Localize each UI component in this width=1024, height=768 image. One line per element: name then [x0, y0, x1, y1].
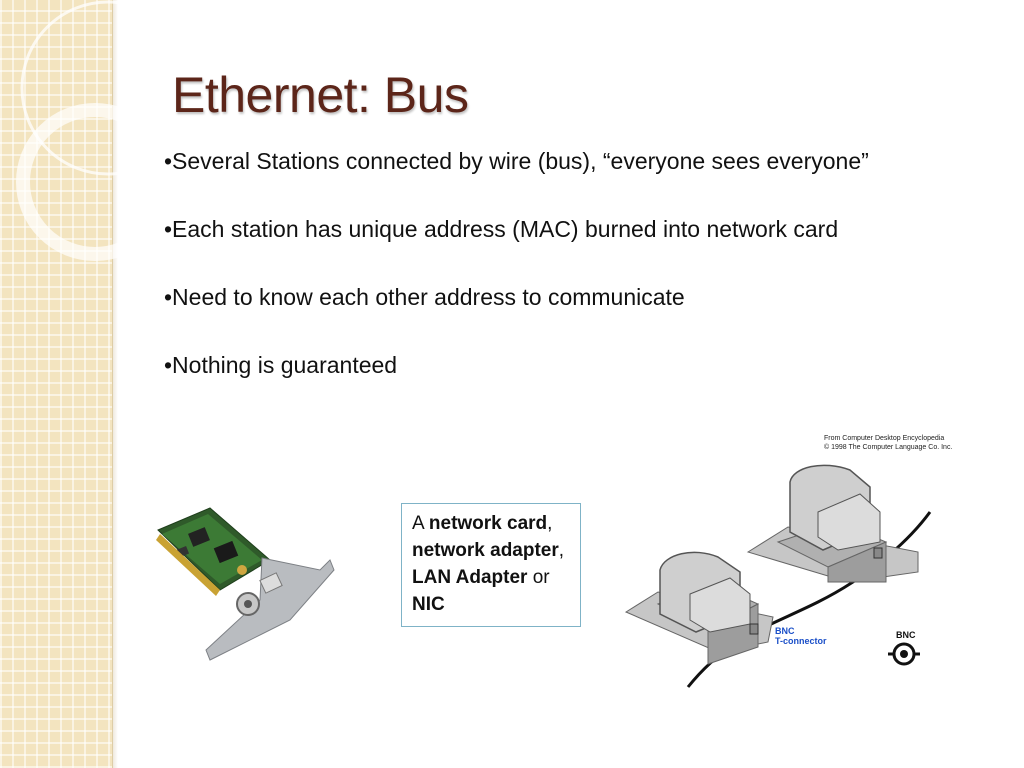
bullet-item: •Need to know each other address to comm…	[164, 284, 685, 310]
bullet-list: •Several Stations connected by wire (bus…	[164, 144, 904, 416]
caption-separator: or	[527, 567, 550, 588]
bullet-item: •Each station has unique address (MAC) b…	[164, 216, 839, 242]
caption-term-lan-adapter: LAN Adapter	[412, 567, 528, 588]
network-card-image	[156, 507, 335, 661]
slide-title: Ethernet: Bus	[172, 67, 469, 123]
diagram-credit: From Computer Desktop Encyclopedia © 199…	[824, 434, 952, 452]
bnc-label-line: BNC	[775, 626, 795, 636]
caption-term-network-adapter: network adapter	[412, 540, 559, 561]
caption-separator: ,	[558, 540, 565, 561]
decorative-sidebar	[0, 0, 113, 768]
credit-line: © 1998 The Computer Language Co. Inc.	[824, 444, 953, 451]
bullet-item: •Several Stations connected by wire (bus…	[164, 148, 869, 174]
sidebar-shadow	[112, 0, 118, 768]
bus-network-diagram	[624, 464, 932, 688]
bnc-t-connector-label: BNC T-connector	[775, 626, 827, 646]
t-connector-label-line: T-connector	[775, 636, 827, 646]
caption-term-network-card: network card	[428, 513, 548, 534]
caption-term-nic: NIC	[412, 594, 445, 615]
bullet-item: •Nothing is guaranteed	[164, 352, 398, 378]
caption-separator: ,	[547, 513, 553, 534]
caption-prefix: A	[412, 513, 429, 534]
credit-line: From Computer Desktop Encyclopedia	[824, 435, 945, 442]
bnc-connector-label: BNC	[896, 630, 916, 640]
network-card-caption: A network card, network adapter, LAN Ada…	[401, 503, 581, 627]
